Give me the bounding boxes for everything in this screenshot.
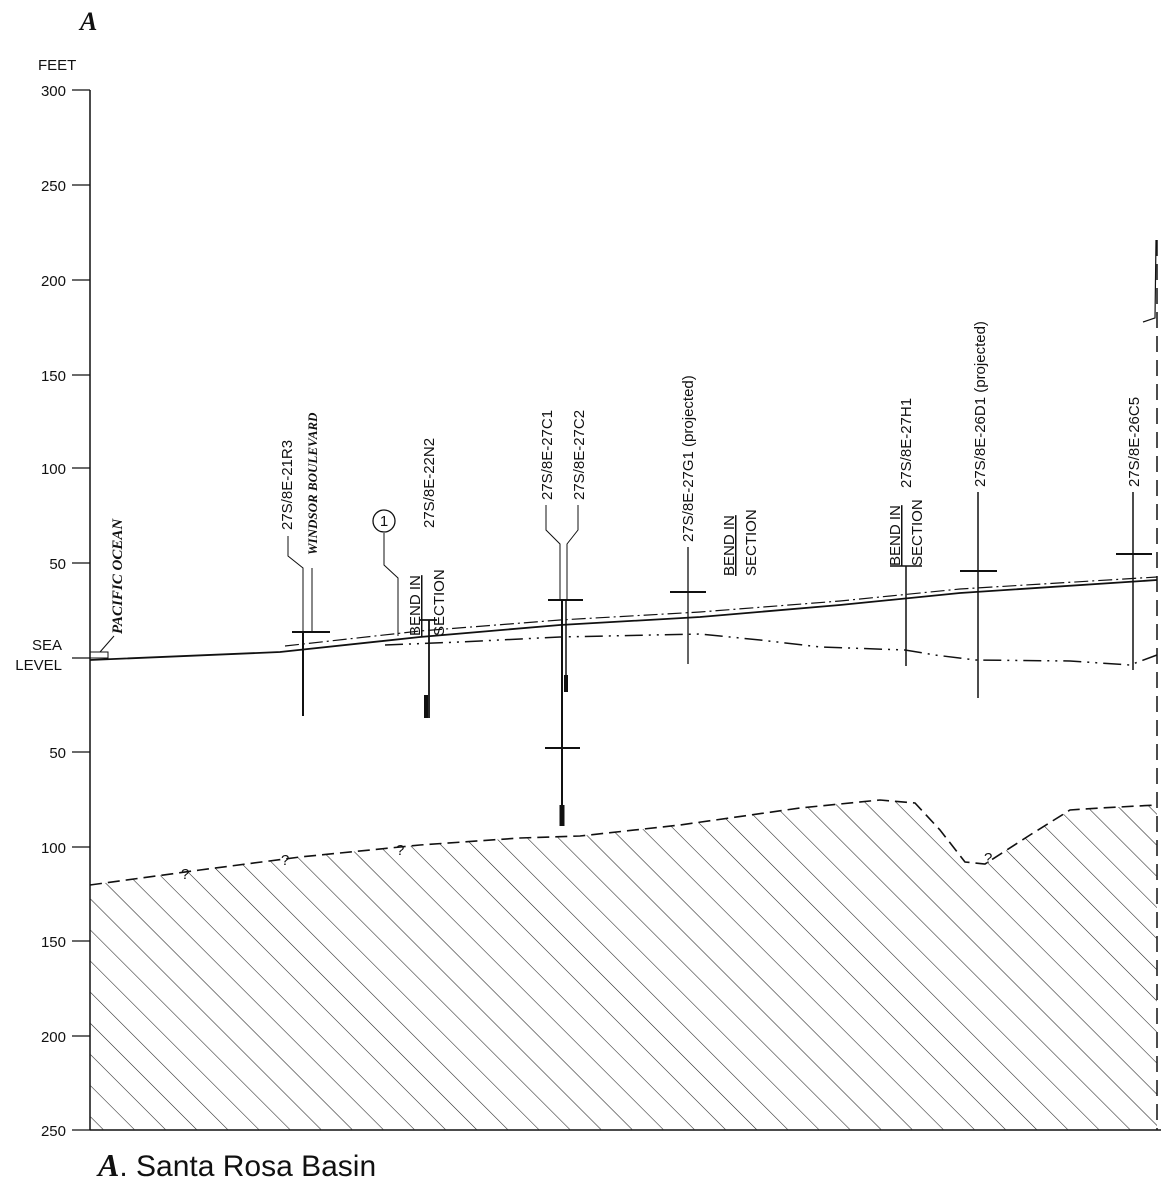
bend-label: SECTION <box>431 569 448 636</box>
ocean-label: PACIFIC OCEAN <box>110 518 126 634</box>
caption-letter: A <box>96 1147 119 1183</box>
windsor-label: WINDSOR BOULEVARD <box>305 412 320 555</box>
bend-label: SECTION <box>743 509 760 576</box>
well-label: 27S/8E-26D1 (projected) <box>972 321 989 487</box>
y-axis-units-label: FEET <box>38 57 76 74</box>
right-boundary-tick <box>1142 239 1157 323</box>
water-level-line <box>384 633 1158 666</box>
upper-surface-line <box>284 576 1158 647</box>
bend-in-section-middle: BEND IN SECTION <box>721 509 760 576</box>
y-tick-label: 300 <box>41 83 66 100</box>
y-axis: FEET 300 250 200 150 100 50 SEA LEVEL 50… <box>15 57 91 1140</box>
y-tick-label: 200 <box>41 1029 66 1046</box>
well-27s-8e-26c5: 27S/8E-26C5 <box>1116 397 1152 670</box>
query-mark: ? <box>281 852 289 869</box>
section-letter: A <box>78 7 97 36</box>
bend-label: SECTION <box>909 499 926 566</box>
query-mark: ? <box>984 850 992 867</box>
bend-label: BEND IN <box>721 515 738 576</box>
well-27s-8e-21r3: 27S/8E-21R3 WINDSOR BOULEVARD <box>279 412 330 716</box>
bedrock-surface-line <box>89 799 1158 886</box>
well-27s-8e-27h1: BEND IN SECTION 27S/8E-27H1 <box>887 398 926 666</box>
well-27s-8e-27g1: 27S/8E-27G1 (projected) <box>670 375 706 664</box>
ground-surface-line <box>89 579 1158 661</box>
y-tick-label: 200 <box>41 273 66 290</box>
well-27s-8e-26d1: 27S/8E-26D1 (projected) <box>960 321 997 698</box>
query-mark: ? <box>181 866 189 883</box>
well-27s-8e-27c1-c2: 27S/8E-27C1 27S/8E-27C2 <box>539 410 588 826</box>
well-label: 27S/8E-27H1 <box>898 398 915 488</box>
bedrock-hatched-area <box>90 800 1157 1130</box>
query-mark: ? <box>396 842 404 859</box>
sea-level-label: LEVEL <box>15 657 62 674</box>
well-label: 27S/8E-27C1 <box>539 410 556 500</box>
y-tick-label: 50 <box>49 745 66 762</box>
well-label: 27S/8E-26C5 <box>1126 397 1143 487</box>
marker-number-circle <box>372 509 396 533</box>
y-tick-label: 250 <box>41 178 66 195</box>
y-tick-label: 150 <box>41 368 66 385</box>
y-tick-label: 50 <box>49 556 66 573</box>
ocean-marker <box>89 651 109 659</box>
caption-text: . Santa Rosa Basin <box>119 1150 376 1183</box>
well-label: 27S/8E-27C2 <box>571 410 588 500</box>
y-tick-label: 150 <box>41 934 66 951</box>
bend-label: BEND IN <box>887 505 904 566</box>
bend-label: BEND IN <box>407 575 424 636</box>
ocean-leader <box>99 635 115 653</box>
marker-number: 1 <box>380 513 388 530</box>
y-tick-label: 100 <box>41 840 66 857</box>
well-label: 27S/8E-27G1 (projected) <box>680 375 697 542</box>
y-tick-label: 250 <box>41 1123 66 1140</box>
well-label: 27S/8E-22N2 <box>421 438 438 528</box>
sea-level-label: SEA <box>32 637 62 654</box>
figure-caption: A. Santa Rosa Basin <box>96 1147 376 1183</box>
y-tick-label: 100 <box>41 461 66 478</box>
well-27s-8e-22n2: 27S/8E-22N2 <box>420 438 438 718</box>
well-label: 27S/8E-21R3 <box>279 440 296 530</box>
